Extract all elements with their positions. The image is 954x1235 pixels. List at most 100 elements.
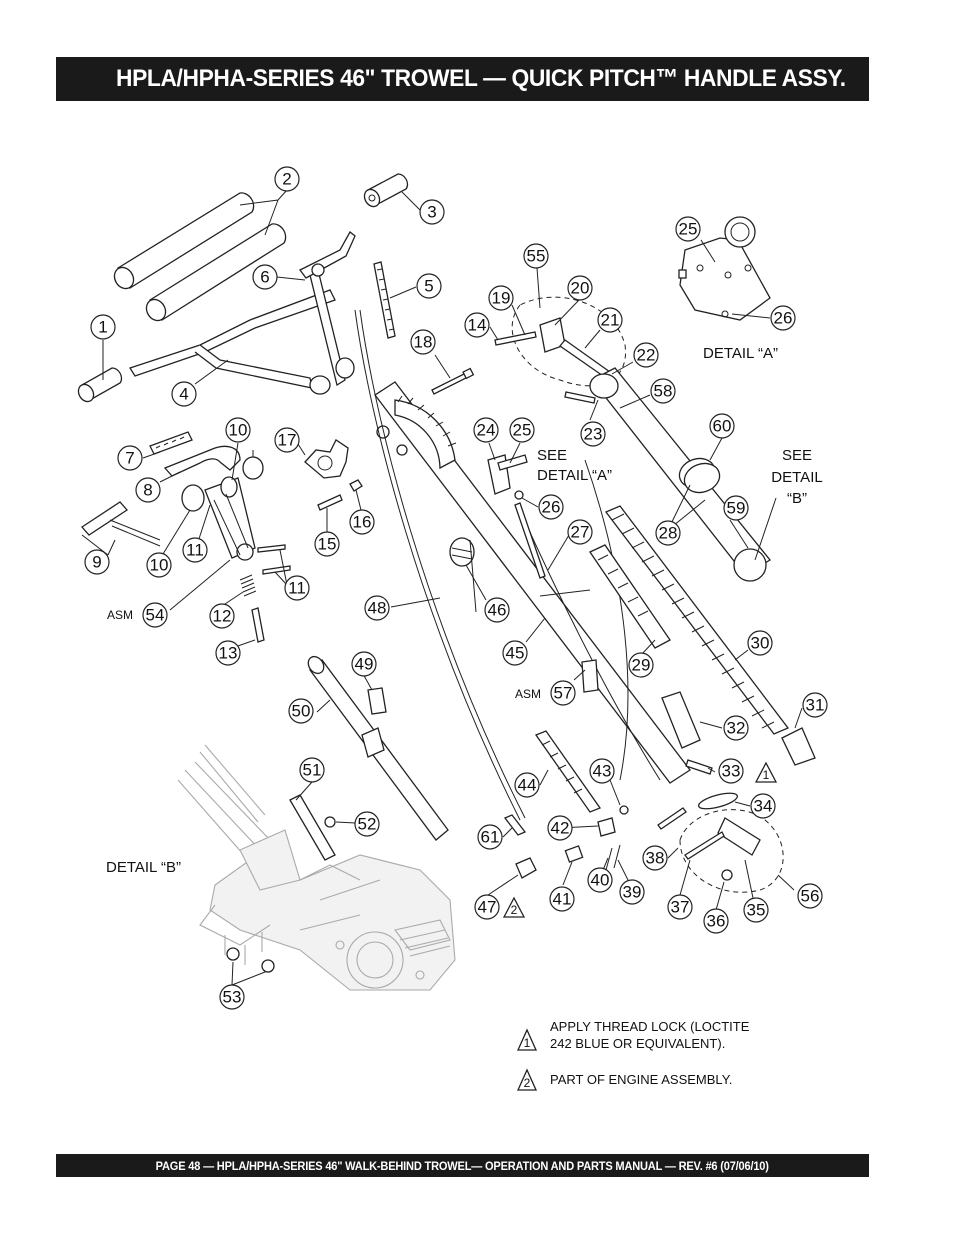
note-1: 1 APPLY THREAD LOCK (LOCTITE 242 BLUE OR…: [516, 1019, 750, 1051]
detail-b-label: DETAIL “B”: [106, 859, 181, 876]
svg-text:59: 59: [727, 499, 746, 518]
callout-28: 28: [655, 520, 681, 546]
callout-14: 14: [464, 312, 490, 338]
svg-text:34: 34: [754, 797, 773, 816]
see-detail-b-line3: “B”: [787, 490, 807, 507]
callout-47: 47: [474, 894, 500, 920]
svg-text:4: 4: [179, 385, 188, 404]
callout-58: 58: [650, 378, 676, 404]
svg-text:3: 3: [427, 203, 436, 222]
callout-8: 8: [135, 477, 161, 503]
callout-45: 45: [502, 640, 528, 666]
svg-text:49: 49: [355, 655, 374, 674]
svg-text:29: 29: [632, 656, 651, 675]
notes: 1 APPLY THREAD LOCK (LOCTITE 242 BLUE OR…: [516, 1019, 750, 1091]
svg-text:5: 5: [424, 277, 433, 296]
callout-19: 19: [488, 285, 514, 311]
svg-text:17: 17: [278, 431, 297, 450]
svg-text:11: 11: [186, 541, 204, 560]
svg-text:19: 19: [492, 289, 511, 308]
see-detail-b-line1: SEE: [782, 447, 812, 464]
callout-5: 5: [416, 273, 442, 299]
callout-7: 7: [117, 445, 143, 471]
svg-text:1: 1: [763, 768, 770, 782]
svg-text:53: 53: [223, 988, 242, 1007]
callout-11b: 11: [284, 575, 310, 601]
callout-10: 10: [225, 417, 251, 443]
svg-text:18: 18: [414, 333, 433, 352]
asm-label-54: ASM: [107, 608, 133, 622]
callout-26: 26: [538, 494, 564, 520]
svg-text:PART OF ENGINE ASSEMBLY.: PART OF ENGINE ASSEMBLY.: [550, 1072, 732, 1087]
callout-56: 56: [797, 883, 823, 909]
svg-text:24: 24: [477, 421, 496, 440]
see-detail-b-line2: DETAIL: [771, 469, 822, 486]
callout-57: 57: [550, 680, 576, 706]
callout-60: 60: [709, 413, 735, 439]
svg-text:47: 47: [478, 898, 497, 917]
svg-text:41: 41: [553, 890, 572, 909]
callout-43: 43: [589, 758, 615, 784]
svg-text:15: 15: [318, 535, 337, 554]
parts-drawing: [77, 173, 816, 973]
labels: DETAIL “A” SEE DETAIL “A” SEE DETAIL “B”…: [106, 345, 823, 876]
callout-46: 46: [484, 597, 510, 623]
svg-text:39: 39: [623, 883, 642, 902]
callout-51: 51: [299, 757, 325, 783]
detail-b-engine-drawing: [177, 744, 456, 991]
callout-52: 52: [354, 811, 380, 837]
svg-text:11: 11: [288, 579, 306, 598]
svg-text:58: 58: [654, 382, 673, 401]
callout-24: 24: [473, 417, 499, 443]
svg-text:33: 33: [722, 762, 741, 781]
callout-54: 54: [142, 602, 168, 628]
footer-text: PAGE 48 — HPLA/HPHA-SERIES 46" WALK-BEHI…: [155, 1158, 770, 1173]
svg-text:27: 27: [571, 523, 590, 542]
callout-20: 20: [567, 275, 593, 301]
svg-text:52: 52: [358, 815, 377, 834]
svg-text:51: 51: [303, 761, 322, 780]
callout-29: 29: [628, 652, 654, 678]
callout-18: 18: [410, 329, 436, 355]
svg-text:36: 36: [707, 912, 726, 931]
marker-1-near-33: 1: [754, 761, 778, 783]
callout-11: 11: [182, 537, 208, 563]
svg-text:APPLY THREAD LOCK (LOCTITE: APPLY THREAD LOCK (LOCTITE: [550, 1019, 750, 1034]
callout-2: 2: [274, 166, 300, 192]
warning-markers: 1 2: [502, 761, 778, 918]
callout-9: 9: [84, 549, 110, 575]
svg-text:61: 61: [481, 828, 500, 847]
svg-text:35: 35: [747, 901, 766, 920]
callout-40: 40: [587, 867, 613, 893]
asm-label-57: ASM: [515, 687, 541, 701]
callout-25: 25: [509, 417, 535, 443]
callout-37: 37: [667, 894, 693, 920]
svg-text:12: 12: [213, 607, 232, 626]
svg-text:40: 40: [591, 871, 610, 890]
marker-2-near-47: 2: [502, 896, 526, 918]
svg-text:16: 16: [353, 513, 372, 532]
callout-48: 48: [364, 595, 390, 621]
callout-16: 16: [349, 509, 375, 535]
callout-44: 44: [514, 772, 540, 798]
callout-38: 38: [642, 845, 668, 871]
svg-text:2: 2: [282, 170, 291, 189]
svg-text:7: 7: [125, 449, 134, 468]
callout-36: 36: [703, 908, 729, 934]
callout-34: 34: [750, 793, 776, 819]
footer-bar: PAGE 48 — HPLA/HPHA-SERIES 46" WALK-BEHI…: [56, 1154, 869, 1177]
svg-text:30: 30: [751, 634, 770, 653]
svg-text:1: 1: [98, 318, 107, 337]
svg-text:31: 31: [806, 696, 825, 715]
svg-text:13: 13: [219, 644, 238, 663]
note-2: 2 PART OF ENGINE ASSEMBLY.: [516, 1068, 732, 1091]
callout-6: 6: [252, 264, 278, 290]
svg-text:28: 28: [659, 524, 678, 543]
callout-32: 32: [723, 715, 749, 741]
svg-text:23: 23: [584, 425, 603, 444]
svg-text:21: 21: [601, 311, 620, 330]
svg-text:32: 32: [727, 719, 746, 738]
callout-53: 53: [219, 984, 245, 1010]
svg-text:6: 6: [260, 268, 269, 287]
